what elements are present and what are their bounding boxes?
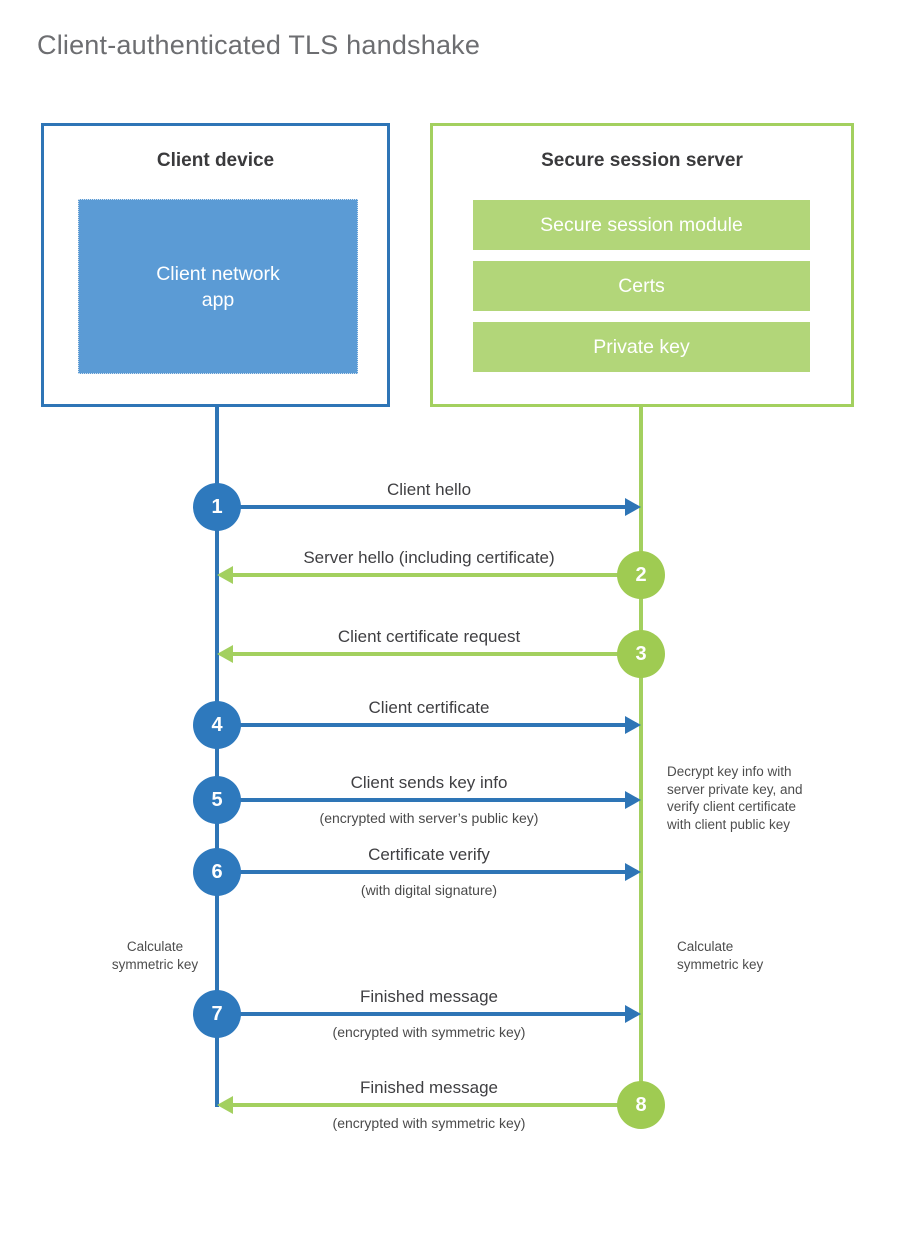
arrow-right-icon [217,498,641,516]
server-module-private-key: Private key [473,322,810,372]
step-circle-2: 2 [617,551,665,599]
page-title: Client-authenticated TLS handshake [37,30,481,60]
step-circle-1: 1 [193,483,241,531]
client-lifeline [215,406,219,1107]
message-label: Finished message [360,987,498,1006]
step-circle-5: 5 [193,776,241,824]
step-circle-4: 4 [193,701,241,749]
client-network-app-box: Client network app [78,199,358,374]
arrow-right-icon [217,863,641,881]
message-sublabel: (encrypted with server’s public key) [319,810,539,826]
secure-session-server-box: Secure session server Secure session mod… [430,123,854,407]
message-label: Client sends key info [350,773,508,792]
note-calculate-symmetric-key-server: Calculate symmetric key [677,939,764,972]
message-sublabel: (with digital signature) [360,882,498,898]
message-label: Client certificate [368,698,490,717]
message-label: Certificate verify [368,845,490,864]
server-module-certs: Certs [473,261,810,311]
message-label: Client hello [386,480,472,499]
message-sublabel: (encrypted with symmetric key) [332,1115,526,1131]
step-circle-6: 6 [193,848,241,896]
message-sublabel: (encrypted with symmetric key) [332,1024,526,1040]
client-device-title: Client device [156,150,275,171]
secure-session-server-title: Secure session server [541,150,743,171]
step-circle-7: 7 [193,990,241,1038]
step-circle-8: 8 [617,1081,665,1129]
message-label: Server hello (including certificate) [303,548,555,567]
step-circle-3: 3 [617,630,665,678]
arrow-right-icon [217,716,641,734]
server-module-secure-session-module: Secure session module [473,200,810,250]
arrow-left-icon [217,566,641,584]
arrow-right-icon [217,791,641,809]
arrow-left-icon [217,1096,641,1114]
arrow-left-icon [217,645,641,663]
client-device-box: Client device Client network app [41,123,390,407]
note-calculate-symmetric-key-client: Calculate symmetric key [111,939,199,972]
message-label: Client certificate request [337,627,521,646]
server-lifeline [639,406,643,1107]
message-label: Finished message [360,1078,498,1097]
arrow-right-icon [217,1005,641,1023]
note-decrypt-key-info: Decrypt key info with server private key… [667,764,803,832]
